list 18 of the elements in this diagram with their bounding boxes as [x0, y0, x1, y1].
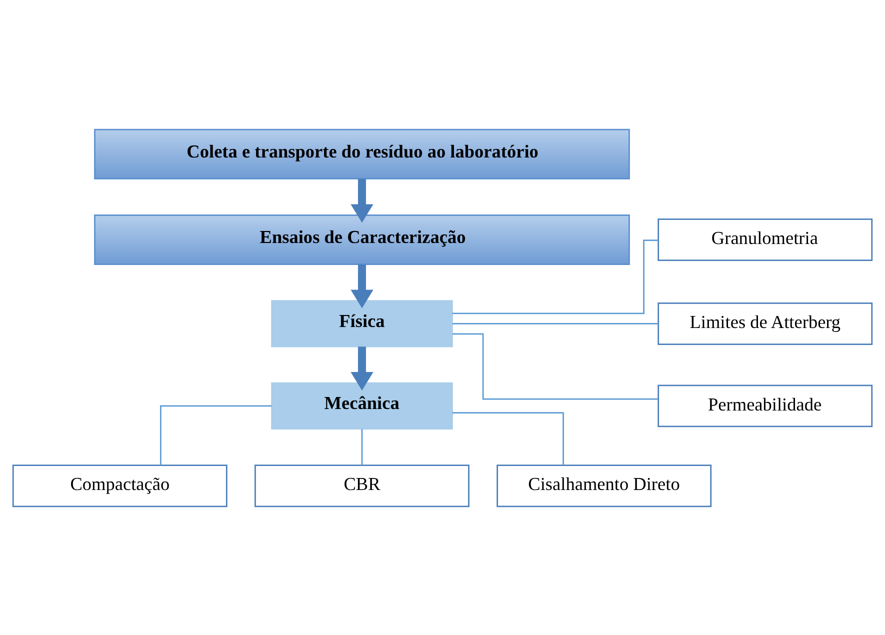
node-box: Coleta e transporte do resíduo ao laboratório	[94, 128, 630, 179]
node-box: Permeabilidade	[658, 384, 873, 427]
connector	[160, 404, 272, 465]
node-box: Granulometria	[658, 218, 873, 261]
node-box: Cisalhamento Direto	[496, 464, 712, 507]
node-box: Compactação	[12, 464, 228, 507]
connector	[452, 412, 564, 465]
connector	[361, 428, 363, 465]
node-box: CBR	[254, 464, 470, 507]
node-box: Ensaios de Caracterização	[94, 214, 630, 264]
connector	[452, 322, 658, 324]
node-box: Mecânica	[271, 382, 453, 429]
arrow	[350, 178, 374, 222]
node-box: Limites de Atterberg	[658, 302, 873, 344]
connector	[452, 332, 658, 400]
node-box: Física	[271, 300, 453, 347]
arrow	[350, 346, 374, 390]
arrow	[350, 264, 374, 308]
